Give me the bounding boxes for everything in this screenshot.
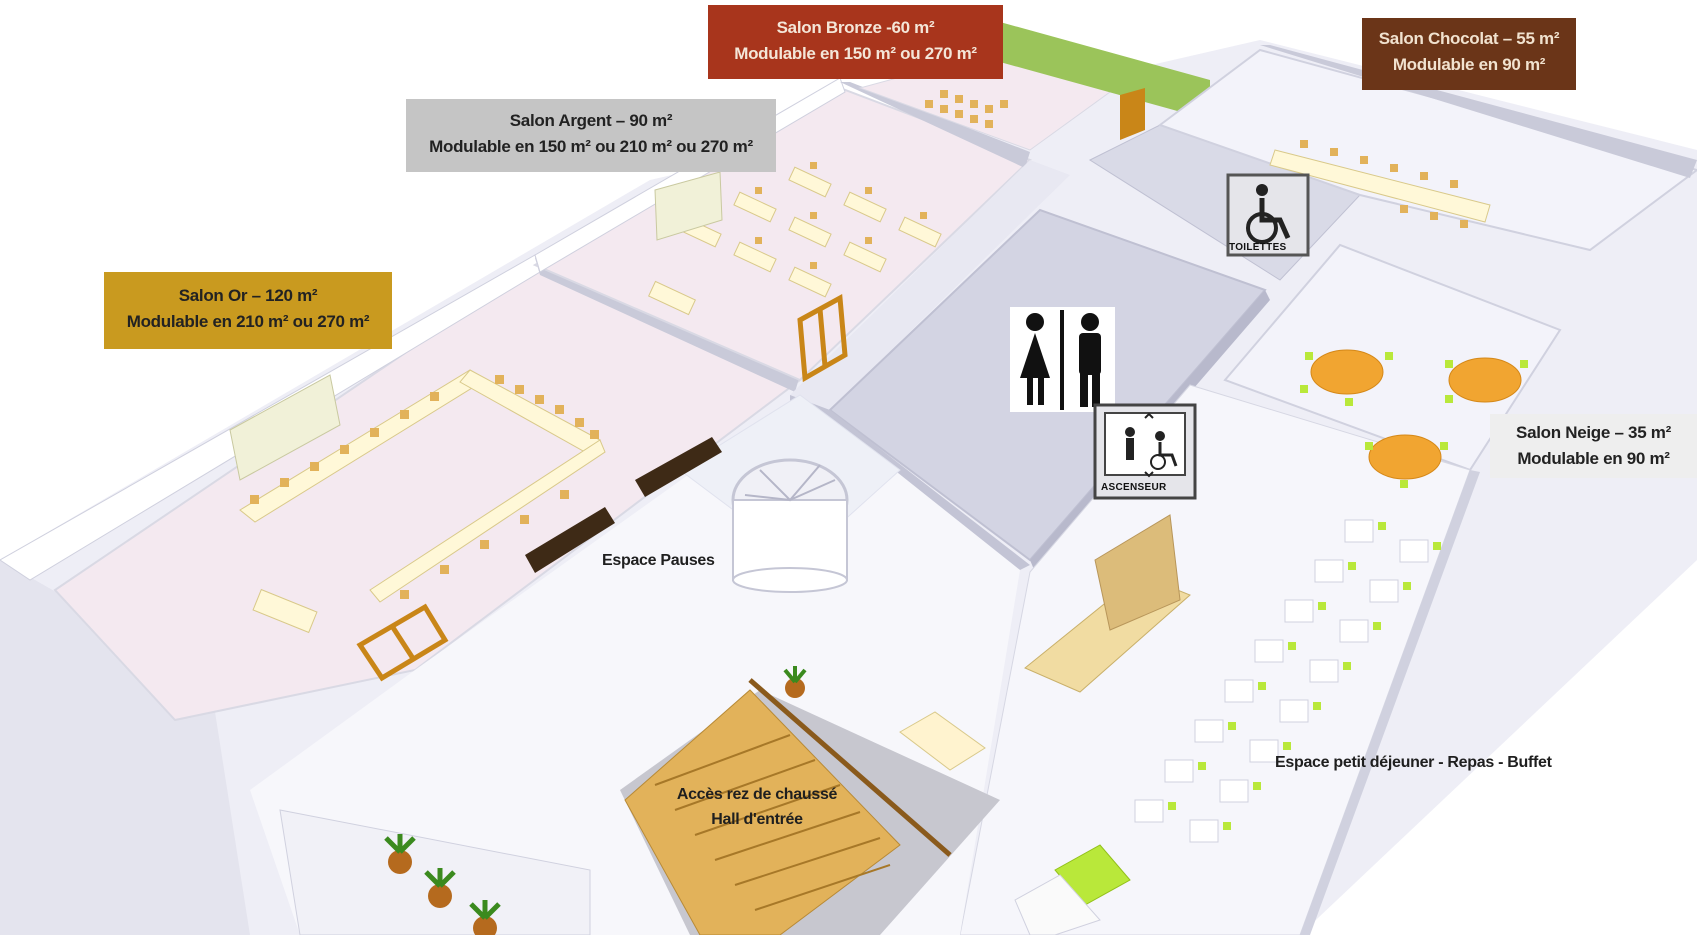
salon-or-small-table <box>252 588 318 634</box>
salon-bronze-modular: Modulable en 150 m² ou 270 m² <box>734 44 977 63</box>
salon-argent-label-bg <box>406 99 776 172</box>
salon-neige-label-bg <box>1490 414 1697 478</box>
stair-steps <box>654 734 891 911</box>
salon-argent-label: Salon Argent – 90 m² Modulable en 150 m²… <box>406 99 776 172</box>
salon-chocolat-floor <box>1157 48 1697 252</box>
toilettes-sign-label: TOILETTES <box>1229 242 1287 253</box>
salon-chocolat-chairs <box>1300 140 1468 228</box>
stair-railing <box>748 678 952 857</box>
salon-argent-screen <box>654 171 723 241</box>
left-ground-shadow <box>0 560 250 935</box>
salon-or-title: Salon Or – 120 m² <box>178 286 318 305</box>
garden-strip <box>1000 22 1210 120</box>
salon-argent-title: Salon Argent – 90 m² <box>509 111 673 130</box>
salon-argent-modular: Modulable en 150 m² ou 210 m² ou 270 m² <box>429 137 753 156</box>
buffet-chairs <box>1168 522 1441 830</box>
salon-or-chairs <box>250 375 599 599</box>
salon-chocolat-table <box>1269 149 1491 223</box>
acces-line-1: Accès rez de chaussé <box>676 786 838 803</box>
buffet-cabinet <box>1094 514 1181 631</box>
salon-neige-label: Salon Neige – 35 m² Modulable en 90 m² <box>1490 414 1697 478</box>
salon-argent-tables <box>648 166 942 316</box>
salon-bronze-title: Salon Bronze -60 m² <box>776 18 935 37</box>
spiral-staircase <box>731 458 849 593</box>
salon-chocolat-modular: Modulable en 90 m² <box>1392 55 1546 74</box>
salon-or-table-bottom <box>369 439 606 603</box>
wheelchair-toilet-icon <box>1226 173 1310 257</box>
pause-bench-2 <box>635 437 722 497</box>
buffet-right-wall <box>1300 470 1480 935</box>
salon-neige-title: Salon Neige – 35 m² <box>1516 423 1671 442</box>
acces-hall-label: Accès rez de chaussé Hall d'entrée <box>662 782 852 832</box>
ascenseur-sign-label: ASCENSEUR <box>1101 482 1167 493</box>
pause-bench-1 <box>525 507 615 573</box>
door-salon-bronze <box>1120 88 1145 140</box>
salon-or-label: Salon Or – 120 m² Modulable en 210 m² ou… <box>104 272 392 349</box>
stair-side-wall <box>279 809 591 935</box>
lounge-table <box>1014 874 1101 935</box>
salon-chocolat-label-bg <box>1362 18 1576 90</box>
buffet-tables <box>1134 519 1429 843</box>
plant-icons <box>384 666 807 935</box>
restroom-icon <box>1010 307 1115 412</box>
salon-bronze-chairs <box>925 90 1008 128</box>
espace-pauses-label: Espace Pauses <box>602 552 715 569</box>
salon-chocolat-title: Salon Chocolat – 55 m² <box>1378 29 1560 48</box>
salon-bronze-label-bg <box>708 5 1003 79</box>
hall-table <box>899 711 986 771</box>
salon-neige-chairs <box>1300 352 1528 488</box>
salon-bronze-label: Salon Bronze -60 m² Modulable en 150 m² … <box>708 5 1003 79</box>
acces-line-2: Hall d'entrée <box>711 811 803 828</box>
elevator-icon <box>1093 403 1197 500</box>
salon-argent-right-wall <box>840 82 1030 168</box>
salon-or-screen <box>229 374 341 481</box>
salon-or-modular: Modulable en 210 m² ou 270 m² <box>126 312 370 331</box>
door-salon-or <box>356 603 449 682</box>
salon-neige-modular: Modulable en 90 m² <box>1517 449 1670 468</box>
salon-chocolat-label: Salon Chocolat – 55 m² Modulable en 90 m… <box>1362 18 1576 90</box>
salon-neige-tables <box>1310 349 1522 480</box>
corridor <box>790 160 1070 410</box>
salon-or-label-bg <box>104 272 392 349</box>
door-salon-argent <box>797 293 848 383</box>
espace-buffet-label: Espace petit déjeuner - Repas - Buffet <box>1275 754 1552 771</box>
